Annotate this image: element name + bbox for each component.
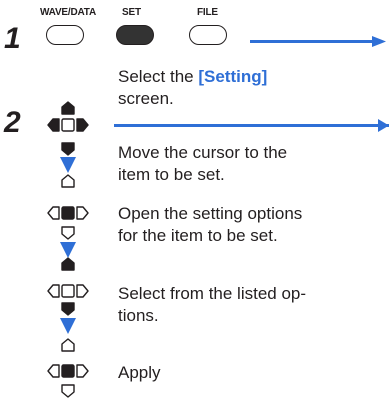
up-key-icon xyxy=(61,338,75,352)
set-key[interactable] xyxy=(116,25,154,45)
action-1-line-2: item to be set. xyxy=(118,165,225,184)
step-1-number: 1 xyxy=(4,22,21,55)
right-key-icon xyxy=(76,284,89,298)
left-key-icon xyxy=(47,284,60,298)
down-key-icon xyxy=(61,384,75,398)
up-key-icon xyxy=(61,257,75,271)
right-key-icon xyxy=(76,206,89,220)
action-2-line-1: Open the setting options xyxy=(118,204,303,223)
file-key-label: FILE xyxy=(197,7,218,18)
center-key-icon xyxy=(61,206,75,220)
action-4-line-1: Apply xyxy=(118,363,161,382)
set-key-label: SET xyxy=(122,7,141,18)
step-1-instruction: Select the [Setting] xyxy=(118,66,267,87)
file-key[interactable] xyxy=(189,25,227,45)
action-3-line-1: Select from the listed op- xyxy=(118,284,307,303)
center-key-icon xyxy=(61,118,75,132)
cursor-keypad-icon xyxy=(47,284,89,298)
action-3-line-2: tions. xyxy=(118,306,159,325)
cursor-keypad-icon xyxy=(47,364,89,378)
down-key-icon xyxy=(61,142,75,156)
step-1-instruction-line-2: screen. xyxy=(118,89,174,108)
action-2-line-2: for the item to be set. xyxy=(118,226,278,245)
step-1-text-prefix: Select the xyxy=(118,67,199,86)
left-key-icon xyxy=(47,206,60,220)
center-key-icon xyxy=(61,284,75,298)
wave-data-key-label: WAVE/DATA xyxy=(40,7,96,18)
down-key-icon xyxy=(61,226,75,240)
left-key-icon xyxy=(47,118,60,132)
center-key-icon xyxy=(61,364,75,378)
step-1-connector-line xyxy=(250,40,374,43)
down-key-icon xyxy=(61,302,75,316)
step-2-number: 2 xyxy=(4,106,21,139)
action-1-line-1: Move the cursor to the xyxy=(118,143,288,162)
cursor-keypad-icon xyxy=(47,101,89,156)
right-key-icon xyxy=(76,364,89,378)
wave-data-key[interactable] xyxy=(46,25,84,45)
left-key-icon xyxy=(47,364,60,378)
step-2-connector-line xyxy=(114,124,389,127)
up-key-icon xyxy=(61,101,75,115)
arrow-right-icon xyxy=(372,36,386,47)
setting-screen-label: [Setting] xyxy=(198,67,268,86)
right-key-icon xyxy=(76,118,89,132)
cursor-keypad-icon xyxy=(47,206,89,220)
up-key-icon xyxy=(61,174,75,188)
arrow-right-icon xyxy=(378,119,389,132)
